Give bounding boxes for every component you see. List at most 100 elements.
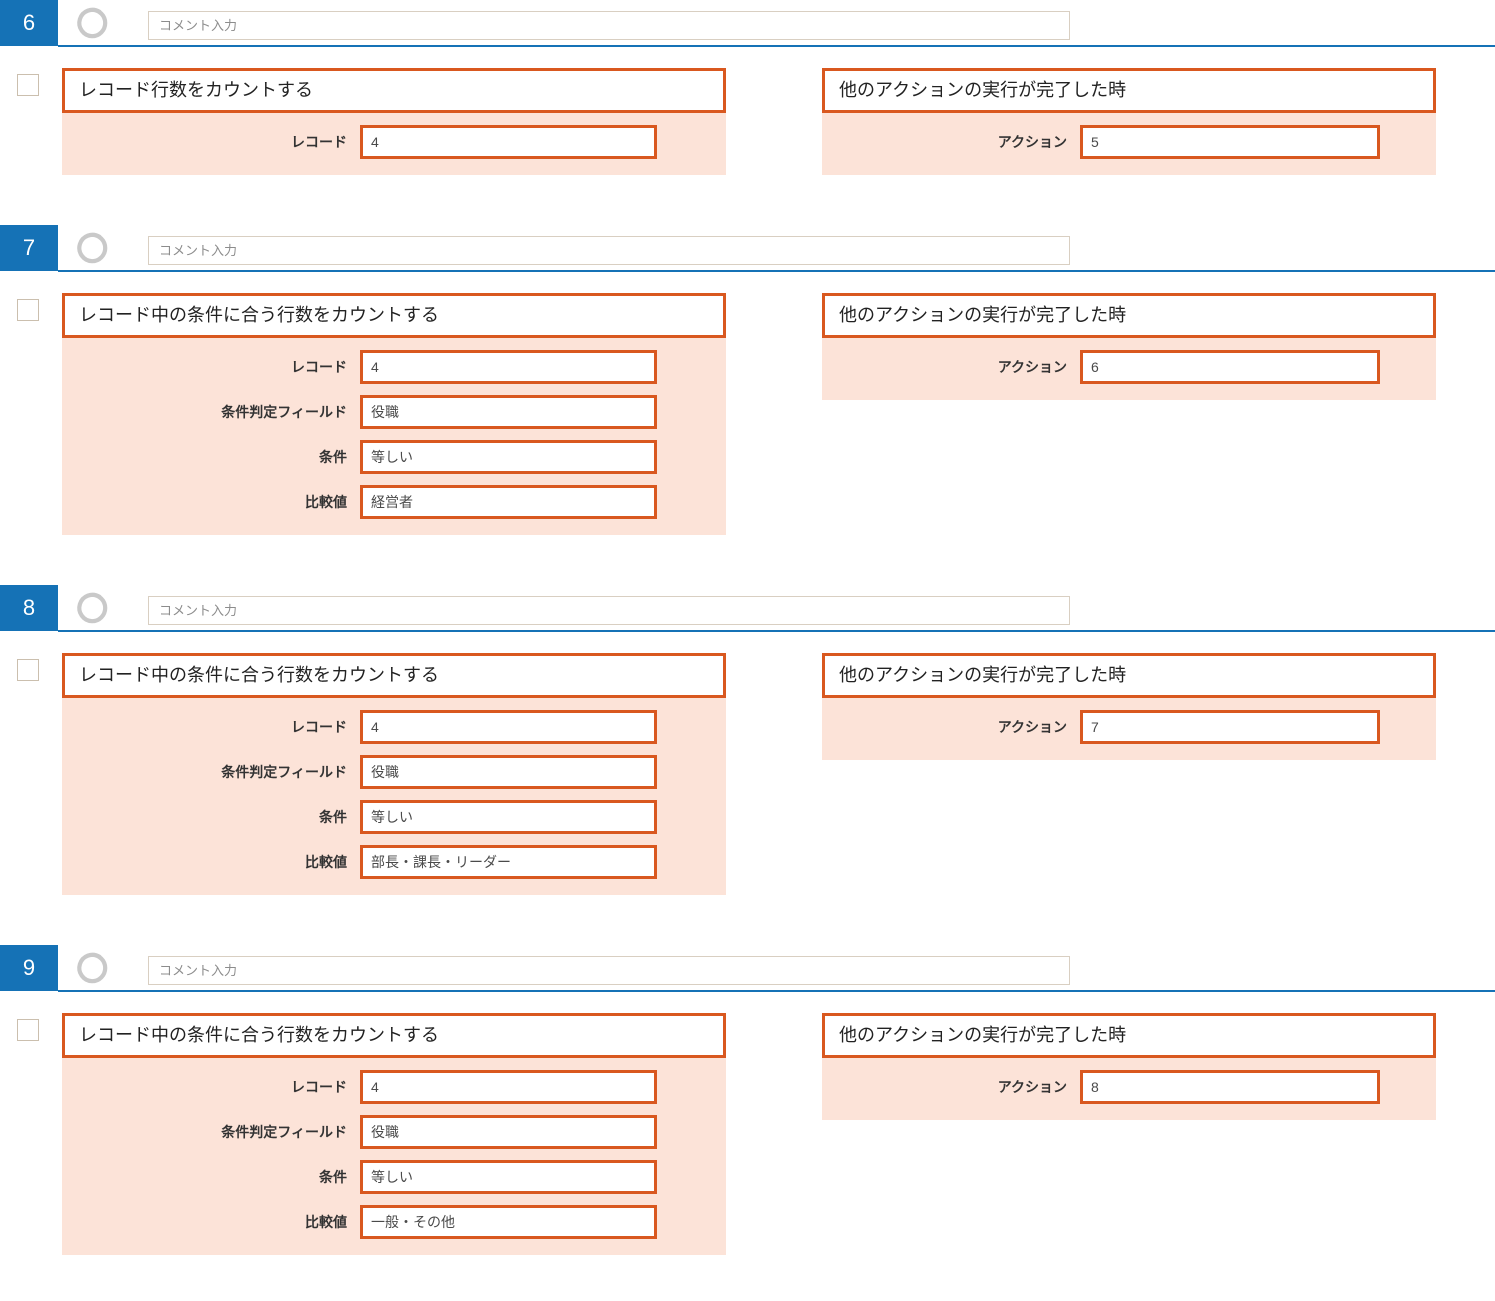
- field-row: 比較値経営者: [62, 485, 726, 519]
- field-label: レコード: [291, 134, 347, 150]
- block-body: レコード行数をカウントするレコード 4 他のアクションの実行が完了した時アクション 5: [0, 46, 1495, 175]
- field-value-input[interactable]: 4: [360, 350, 657, 384]
- field-label: アクション: [997, 134, 1067, 150]
- header-divider: [58, 630, 1495, 632]
- field-row: 条件等しい: [62, 440, 726, 474]
- field-value-input[interactable]: 8: [1080, 1070, 1380, 1104]
- loading-spinner-icon: [75, 6, 109, 40]
- field-row: 条件判定フィールド役職: [62, 395, 726, 429]
- field-label: 条件: [319, 809, 347, 825]
- header-divider: [58, 990, 1495, 992]
- block-spacer: [0, 175, 1495, 225]
- loading-spinner-icon: [75, 951, 109, 985]
- block-spacer: [0, 895, 1495, 945]
- panel-fields: レコード 4: [62, 113, 726, 175]
- row-select-checkbox[interactable]: [17, 299, 39, 321]
- field-row: 比較値部長・課長・リーダー: [62, 845, 726, 879]
- field-row: アクション 8: [822, 1070, 1436, 1104]
- field-row: 条件等しい: [62, 800, 726, 834]
- field-value-input[interactable]: 5: [1080, 125, 1380, 159]
- field-row: レコード 4: [62, 125, 726, 159]
- field-label: 条件: [319, 449, 347, 465]
- field-value-input[interactable]: 役職: [360, 395, 657, 429]
- block-header: 6 コメント入力: [0, 0, 1495, 47]
- block-header: 7 コメント入力: [0, 225, 1495, 272]
- field-value-input[interactable]: 等しい: [360, 1160, 657, 1194]
- action-title[interactable]: レコード中の条件に合う行数をカウントする: [62, 653, 726, 698]
- trigger-panel: 他のアクションの実行が完了した時アクション 7: [822, 653, 1436, 760]
- field-label: アクション: [997, 1079, 1067, 1095]
- field-row: 比較値一般・その他: [62, 1205, 726, 1239]
- field-label: 条件判定フィールド: [221, 1124, 347, 1140]
- row-select-checkbox[interactable]: [17, 1019, 39, 1041]
- panel-fields: アクション 7: [822, 698, 1436, 760]
- loading-spinner-icon: [75, 591, 109, 625]
- trigger-title[interactable]: 他のアクションの実行が完了した時: [822, 653, 1436, 698]
- field-value-input[interactable]: 6: [1080, 350, 1380, 384]
- trigger-title[interactable]: 他のアクションの実行が完了した時: [822, 293, 1436, 338]
- action-title[interactable]: レコード中の条件に合う行数をカウントする: [62, 293, 726, 338]
- trigger-title[interactable]: 他のアクションの実行が完了した時: [822, 68, 1436, 113]
- action-block: 7 コメント入力レコード中の条件に合う行数をカウントするレコード 4 条件判定フィール…: [0, 225, 1495, 535]
- loading-spinner-icon: [75, 231, 109, 265]
- field-value-input[interactable]: 一般・その他: [360, 1205, 657, 1239]
- field-value-input[interactable]: 役職: [360, 1115, 657, 1149]
- field-row: 条件等しい: [62, 1160, 726, 1194]
- field-value-input[interactable]: 役職: [360, 755, 657, 789]
- action-title[interactable]: レコード行数をカウントする: [62, 68, 726, 113]
- field-value-input[interactable]: 等しい: [360, 440, 657, 474]
- comment-input[interactable]: コメント入力: [148, 236, 1070, 265]
- block-header: 9 コメント入力: [0, 945, 1495, 992]
- comment-input[interactable]: コメント入力: [148, 956, 1070, 985]
- field-label: 条件判定フィールド: [221, 404, 347, 420]
- field-label: レコード: [291, 1079, 347, 1095]
- field-label: 条件判定フィールド: [221, 764, 347, 780]
- header-divider: [58, 270, 1495, 272]
- field-row: 条件判定フィールド役職: [62, 1115, 726, 1149]
- field-label: レコード: [291, 359, 347, 375]
- field-row: レコード 4: [62, 1070, 726, 1104]
- comment-input[interactable]: コメント入力: [148, 11, 1070, 40]
- step-number-badge: 9: [0, 945, 58, 991]
- panel-fields: アクション 5: [822, 113, 1436, 175]
- action-block: 9 コメント入力レコード中の条件に合う行数をカウントするレコード 4 条件判定フィール…: [0, 945, 1495, 1255]
- panel-fields: アクション 8: [822, 1058, 1436, 1120]
- field-label: レコード: [291, 719, 347, 735]
- field-row: レコード 4: [62, 710, 726, 744]
- step-number-badge: 7: [0, 225, 58, 271]
- field-value-input[interactable]: 4: [360, 1070, 657, 1104]
- row-select-checkbox[interactable]: [17, 74, 39, 96]
- row-select-checkbox[interactable]: [17, 659, 39, 681]
- field-value-input[interactable]: 等しい: [360, 800, 657, 834]
- trigger-panel: 他のアクションの実行が完了した時アクション 8: [822, 1013, 1436, 1120]
- field-value-input[interactable]: 経営者: [360, 485, 657, 519]
- field-label: アクション: [997, 719, 1067, 735]
- field-row: アクション 7: [822, 710, 1436, 744]
- field-value-input[interactable]: 7: [1080, 710, 1380, 744]
- field-label: 条件: [319, 1169, 347, 1185]
- field-label: 比較値: [305, 854, 347, 870]
- field-value-input[interactable]: 部長・課長・リーダー: [360, 845, 657, 879]
- field-row: アクション 5: [822, 125, 1436, 159]
- trigger-title[interactable]: 他のアクションの実行が完了した時: [822, 1013, 1436, 1058]
- field-value-input[interactable]: 4: [360, 125, 657, 159]
- block-spacer: [0, 535, 1495, 585]
- step-number-badge: 6: [0, 0, 58, 46]
- comment-input[interactable]: コメント入力: [148, 596, 1070, 625]
- action-title[interactable]: レコード中の条件に合う行数をカウントする: [62, 1013, 726, 1058]
- field-row: 条件判定フィールド役職: [62, 755, 726, 789]
- field-value-input[interactable]: 4: [360, 710, 657, 744]
- field-row: レコード 4: [62, 350, 726, 384]
